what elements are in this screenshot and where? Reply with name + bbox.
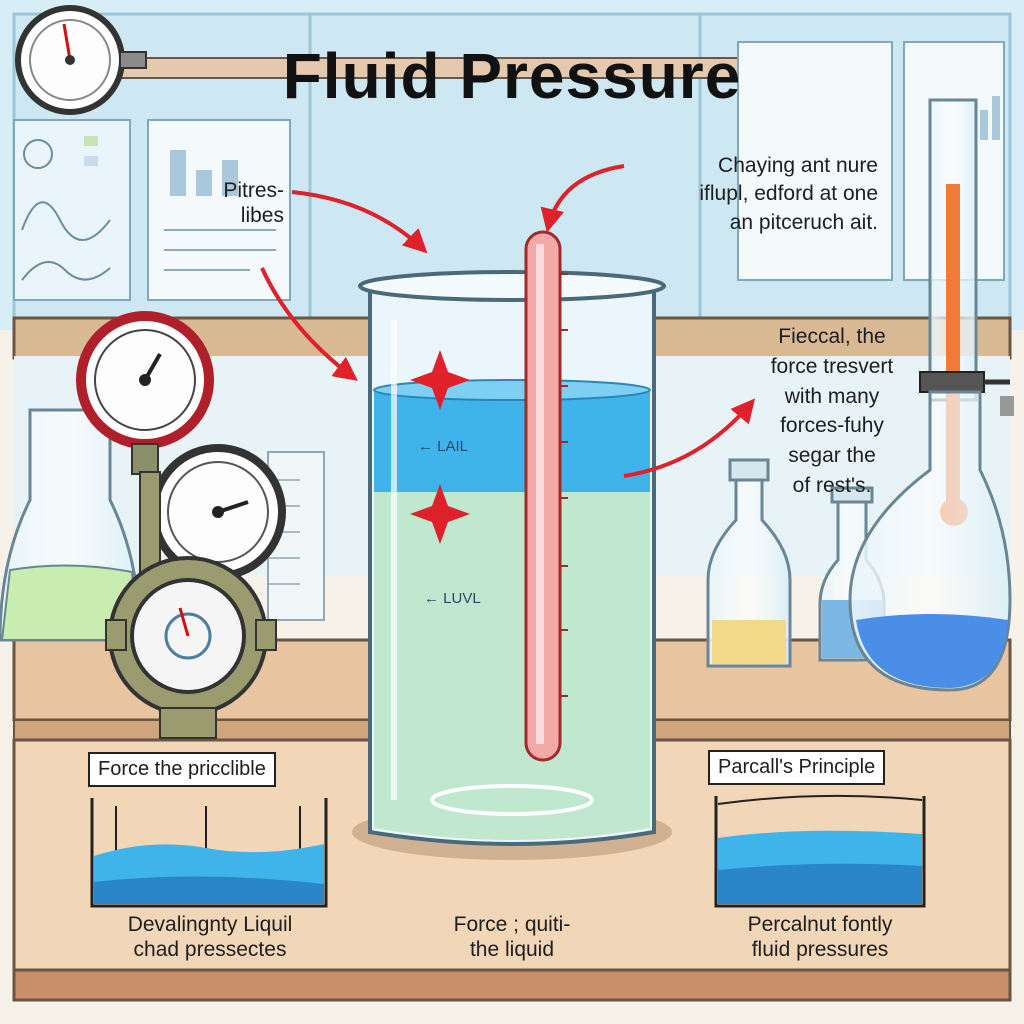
arrow-icon bbox=[260, 164, 756, 478]
panel-left-caption-line-2: chad pressectes bbox=[133, 938, 287, 962]
pressure-gauge-icon bbox=[15, 5, 147, 115]
pitres-line-1: Pitres- bbox=[223, 179, 284, 202]
mid-right-line-5: segar the bbox=[788, 444, 876, 468]
top-right-line-2: iflupl, edford at one bbox=[699, 182, 878, 206]
page-title: Fluid Pressure bbox=[282, 40, 742, 112]
top-right-annotation: Chaying ant nure iflupl, edford at one a… bbox=[620, 152, 878, 237]
pitres-annotation: Pitres- libes bbox=[150, 178, 284, 228]
mid-right-line-2: force tresvert bbox=[770, 354, 894, 378]
graduated-cylinder-icon bbox=[919, 98, 1010, 526]
panel-right-caption: Percalnut fontly fluid pressures bbox=[700, 912, 940, 962]
wall-chart-left bbox=[13, 119, 131, 301]
level-label-upper: ← LAIL bbox=[418, 438, 469, 455]
flask-right-icon bbox=[848, 390, 1012, 692]
wall-chart-center bbox=[147, 119, 291, 301]
flask-left-icon bbox=[0, 408, 142, 642]
diagram-left bbox=[90, 798, 328, 908]
panel-center-caption-line-2: the liquid bbox=[469, 938, 555, 962]
panel-left-caption: Devalingnty Liquil chad pressectes bbox=[80, 912, 340, 962]
mid-right-line-3: with many bbox=[784, 384, 880, 408]
pressure-regulator-icon bbox=[105, 556, 277, 739]
level-label-lower: ← LUVL bbox=[424, 590, 481, 607]
pitres-line-2: libes bbox=[240, 204, 284, 228]
panel-left-label: Force the pricclible bbox=[88, 752, 276, 787]
panel-center-caption: Force ; quiti- the liquid bbox=[412, 912, 612, 962]
star-burst-icon bbox=[410, 350, 470, 544]
panel-right-caption-line-1: Percalnut fontly bbox=[747, 913, 893, 936]
mid-right-line-1: Fieccal, the bbox=[778, 325, 886, 348]
mid-right-annotation: Fieccal, the force tresvert with many fo… bbox=[744, 322, 920, 501]
panel-left-caption-line-1: Devalingnty Liquil bbox=[127, 913, 293, 936]
panel-center-caption-line-1: Force ; quiti- bbox=[453, 913, 571, 936]
pressure-gauge-upper-icon bbox=[76, 311, 214, 449]
bottle-icon bbox=[706, 458, 792, 668]
top-right-line-3: an pitceruch ait. bbox=[729, 210, 878, 234]
panel-right-caption-line-2: fluid pressures bbox=[751, 938, 889, 962]
panel-right-label: Parcall's Principle bbox=[708, 750, 886, 785]
beaker-icon bbox=[358, 270, 666, 846]
mid-right-line-4: forces-fuhy bbox=[780, 414, 884, 438]
pressure-gauge-middle-icon bbox=[150, 444, 286, 580]
top-right-line-1: Chaying ant nure bbox=[718, 154, 878, 177]
mid-right-line-6: of rest's. bbox=[792, 474, 872, 498]
diagram-right bbox=[714, 794, 926, 908]
